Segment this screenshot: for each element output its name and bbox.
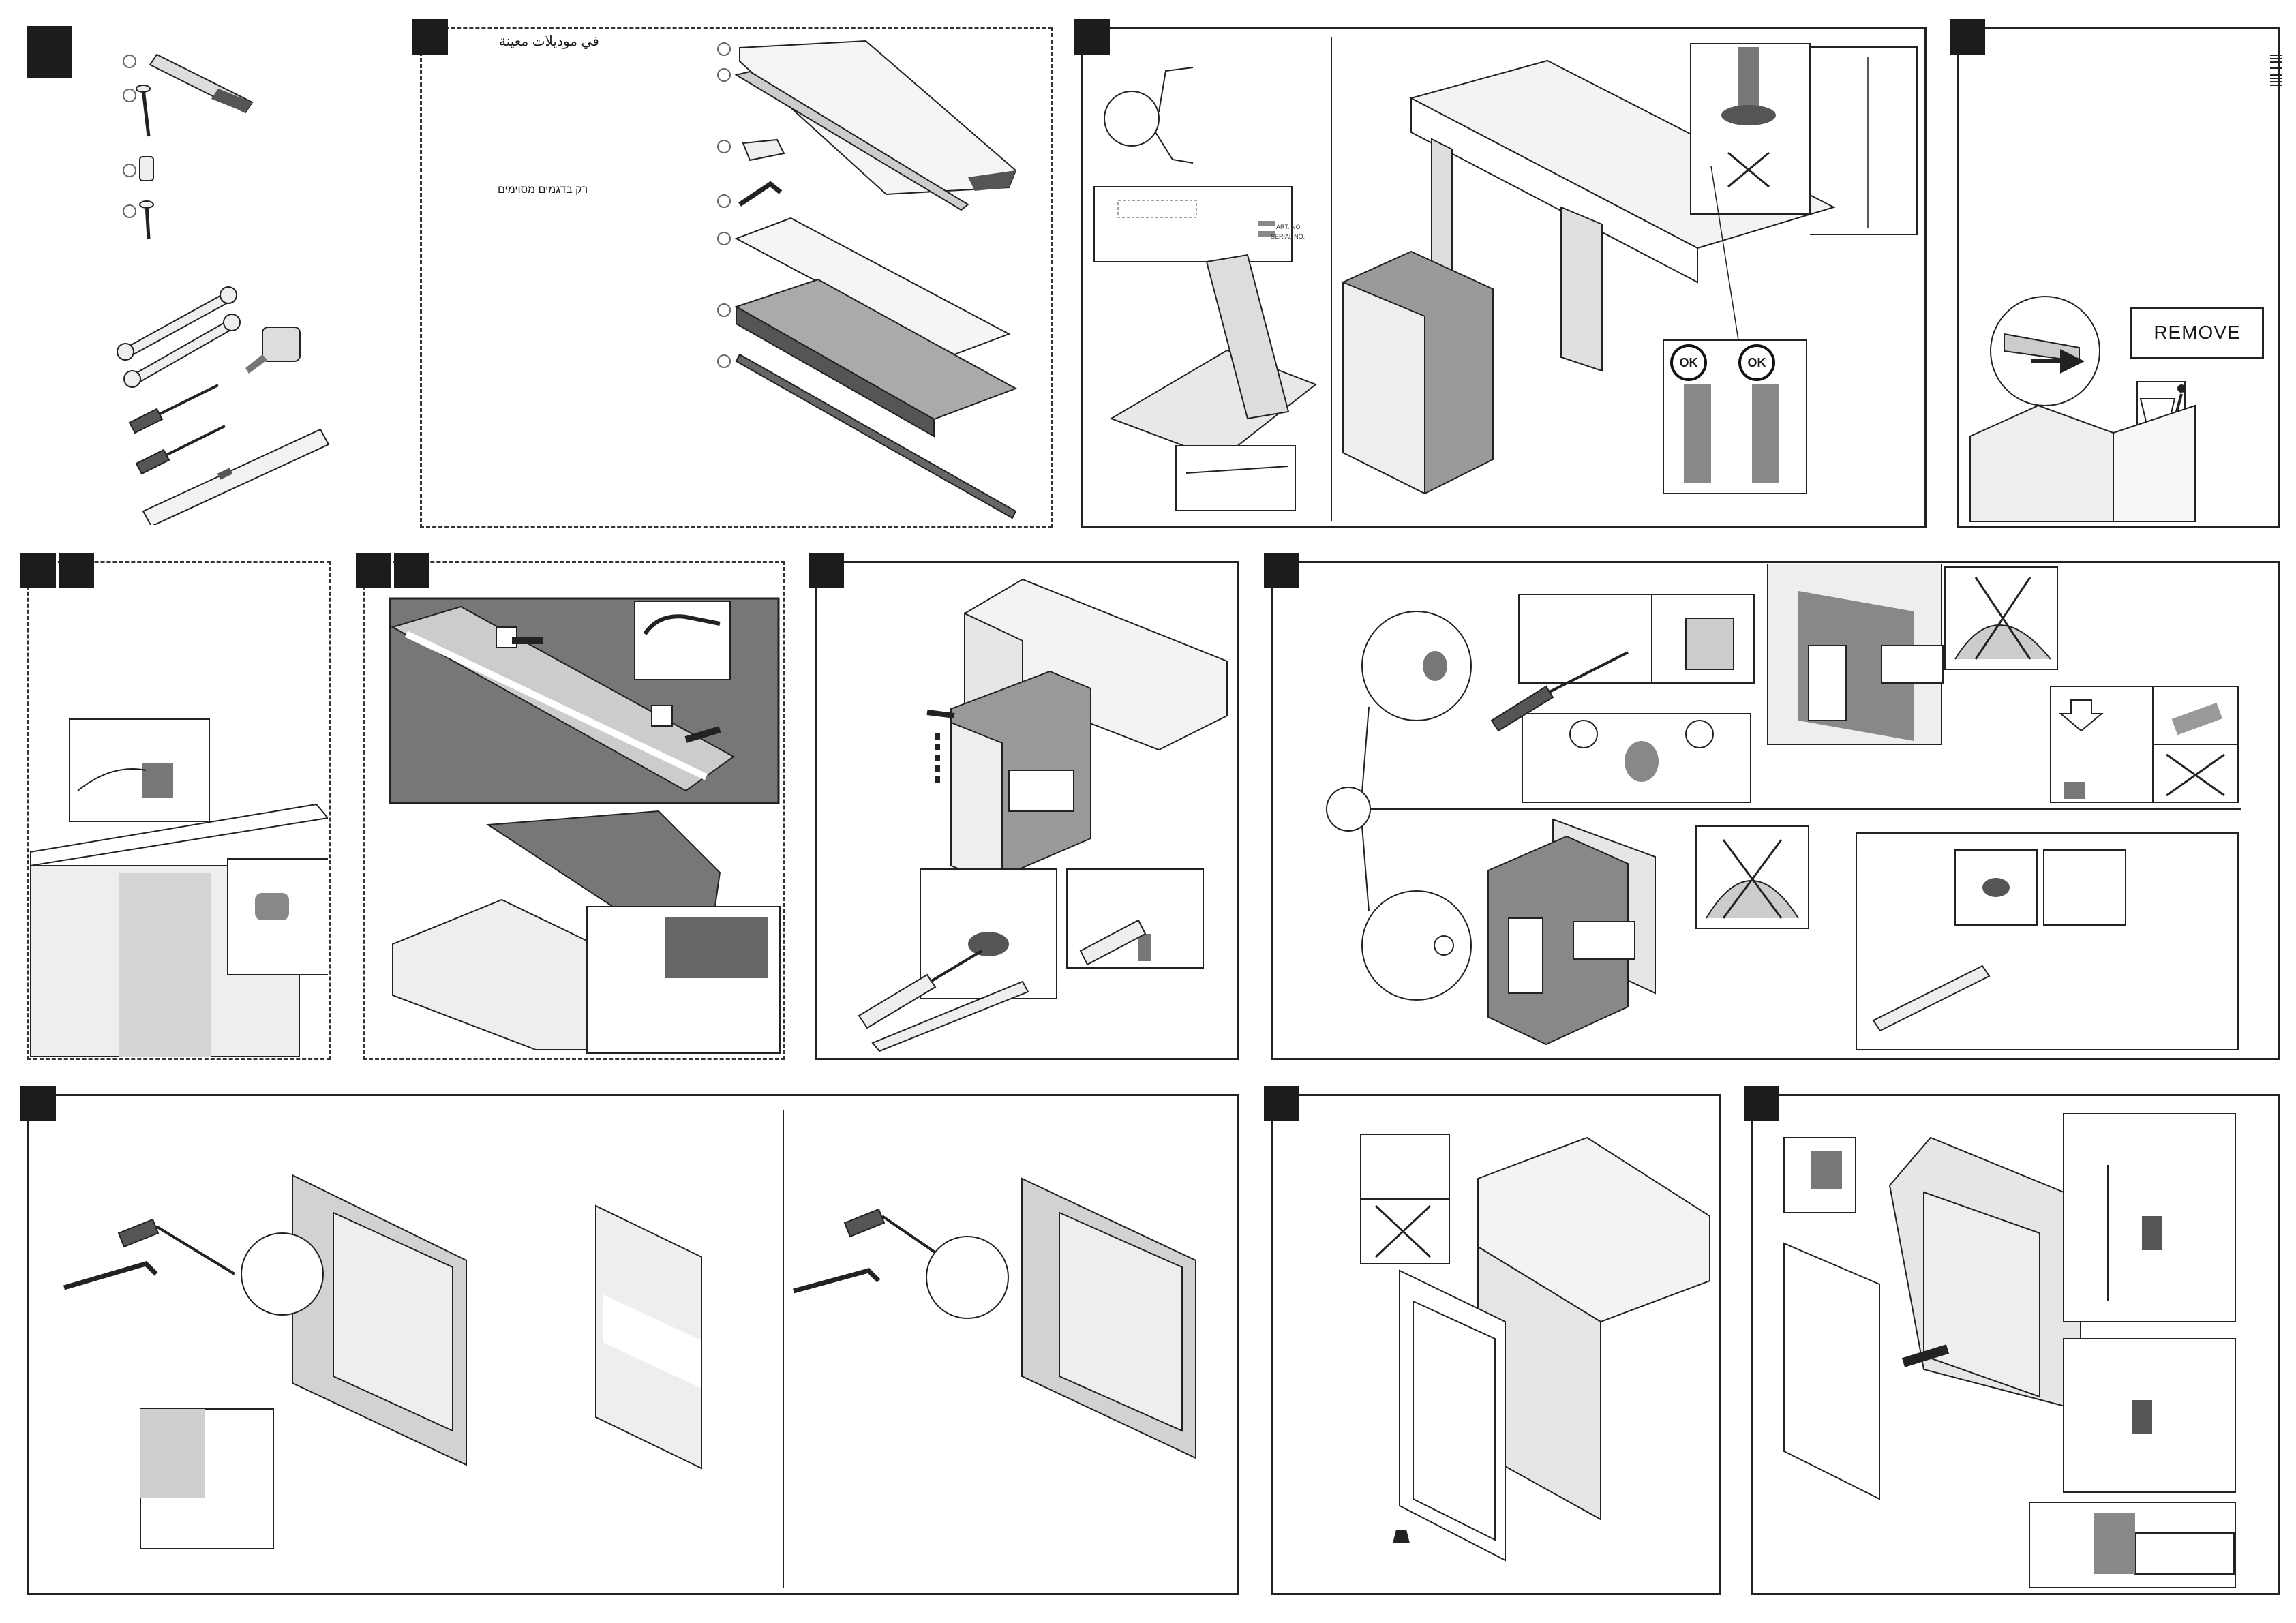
serial-no-label: SERIAL NO. (1271, 233, 1305, 240)
step-badge-10 (1264, 1086, 1299, 1121)
parts-and-tools-illustration (117, 53, 330, 525)
step-badge-8 (1264, 553, 1299, 588)
hex-key-icon (793, 1268, 881, 1294)
screwdriver-icon (843, 1208, 948, 1262)
door-panel-illustration (63, 1110, 1196, 1588)
screw-icon (136, 85, 151, 137)
tape-measure-icon (245, 327, 301, 374)
wrench-icon (117, 286, 241, 388)
cross-mark-icon (1974, 577, 2031, 660)
final-fix-illustration (1783, 1113, 2236, 1588)
screwdriver-icon (1490, 651, 1629, 732)
clean-surface-illustration (30, 718, 328, 1057)
screwdriver-icon (128, 384, 226, 475)
screwdriver-icon (858, 950, 983, 1029)
step-badge-11 (1744, 1086, 1779, 1121)
door-mount-illustration (1360, 1134, 1710, 1562)
cross-mark-icon (1374, 1204, 1432, 1258)
step-badge-2 (412, 19, 448, 55)
remove-illustration (1969, 296, 2196, 522)
strip-install-illustration (389, 597, 781, 1054)
step-badge-4 (1950, 19, 1985, 55)
ok-badge-right: OK (1738, 344, 1775, 381)
cross-mark-icon (1722, 839, 1783, 919)
ok-badge-left: OK (1670, 344, 1707, 381)
parts-list-illustration (717, 40, 1018, 519)
cross-mark-icon (1727, 151, 1770, 188)
hex-key-icon (738, 181, 783, 207)
hex-key-icon (63, 1261, 158, 1290)
weight-icon (1393, 1530, 1410, 1543)
step-badge-1 (27, 26, 72, 78)
hebrew-note: רק בדגמים מסוימים (498, 184, 588, 196)
cabinet-measure-illustration (1093, 37, 1918, 521)
wrench-icon (1872, 965, 1991, 1032)
step-badge-6b (394, 553, 429, 588)
wrench-icon (871, 980, 1029, 1052)
step-badge-7 (809, 553, 844, 588)
arabic-note: في موديلات معينة (499, 34, 599, 49)
barcode-icon (2270, 55, 2282, 86)
foot-adjust-illustration (1326, 564, 2241, 1050)
step-badge-5a (20, 553, 56, 588)
step-badge-6a (356, 553, 391, 588)
art-no-label: ART. NO. (1276, 224, 1302, 230)
screwdriver-icon (117, 1218, 236, 1275)
levelling-illustration (858, 578, 1228, 1052)
step-badge-9 (20, 1086, 56, 1121)
step-badge-5b (59, 553, 94, 588)
cross-mark-icon (2166, 753, 2225, 797)
step-badge-3 (1074, 19, 1110, 55)
remove-label: REMOVE (2130, 307, 2264, 359)
spirit-level-icon (142, 428, 330, 525)
